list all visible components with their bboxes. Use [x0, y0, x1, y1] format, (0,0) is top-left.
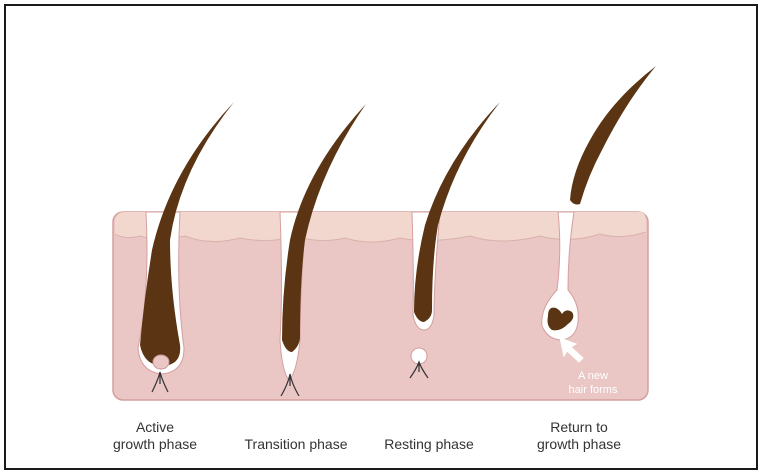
hair-shaft [282, 104, 366, 352]
stage-label-return-growth: Return to growth phase [536, 419, 622, 452]
epidermis-layer [115, 212, 646, 242]
blood-vessel [151, 371, 169, 393]
follicle-resting [409, 102, 500, 379]
hair-shaft [414, 102, 500, 322]
shed-hair [570, 66, 656, 205]
stage-label-transition: Transition phase [244, 436, 348, 452]
follicle-transition [279, 104, 366, 397]
stage-label-active-growth: Active growth phase [112, 419, 198, 452]
follicle-active-growth [137, 102, 234, 393]
new-hair-annotation: A new hair forms [568, 370, 618, 396]
new-hair-bulb [547, 307, 574, 331]
blood-vessel [409, 360, 429, 379]
blood-vessel [280, 373, 300, 397]
follicle-return-growth [541, 66, 656, 363]
stage-label-resting: Resting phase [384, 436, 474, 452]
arrow-icon [559, 337, 584, 363]
dermal-papilla [152, 354, 170, 370]
hair-shaft [140, 102, 234, 366]
